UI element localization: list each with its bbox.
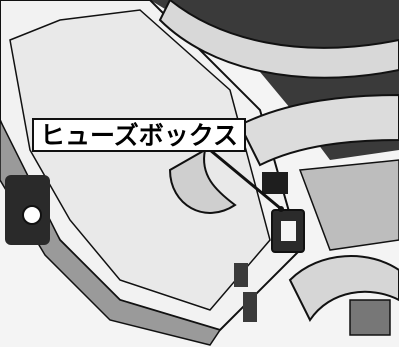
- component-b: [243, 292, 257, 322]
- right-lower-part: [349, 299, 391, 336]
- lower-hose: [288, 255, 399, 322]
- bent-hose: [168, 148, 237, 214]
- callout-leader-line: [209, 148, 281, 210]
- fuse-box-window: [281, 221, 296, 241]
- middle-hose: [238, 93, 399, 167]
- left-connector-bolt: [22, 205, 42, 225]
- callout-label: ヒューズボックス: [32, 118, 247, 152]
- right-bracket: [298, 159, 399, 251]
- callout-leader-end: [278, 206, 284, 212]
- component-a: [234, 263, 248, 287]
- fuse-box-cap: [262, 172, 288, 194]
